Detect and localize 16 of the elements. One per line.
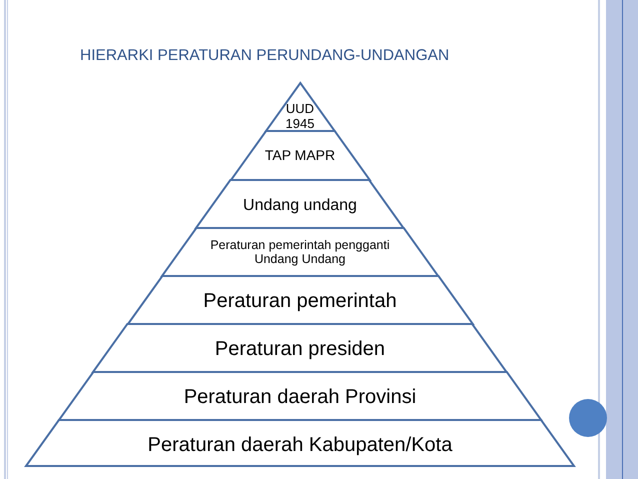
pyramid-tier	[93, 324, 507, 372]
pyramid-tier	[196, 180, 404, 228]
pyramid-tier	[26, 420, 574, 466]
tier-label: Peraturan daerah Kabupaten/Kota	[148, 433, 452, 458]
pyramid-tier	[128, 276, 472, 324]
pyramid-tier	[162, 228, 438, 276]
tier-label: Peraturan pemerintah pengganti Undang Undang	[209, 237, 391, 266]
pyramid-tier	[230, 131, 370, 180]
tier-label: Undang undang	[243, 196, 357, 216]
tier-label: UUD 1945	[284, 100, 316, 131]
tier-label: Peraturan presiden	[214, 337, 386, 362]
tier-label: TAP MAPR	[264, 146, 336, 165]
pyramid-tier	[58, 372, 542, 420]
tier-label: Peraturan daerah Provinsi	[184, 385, 416, 410]
tier-label: Peraturan pemerintah	[203, 289, 397, 314]
slide-title: HIERARKI PERATURAN PERUNDANG-UNDANGAN	[80, 46, 450, 66]
